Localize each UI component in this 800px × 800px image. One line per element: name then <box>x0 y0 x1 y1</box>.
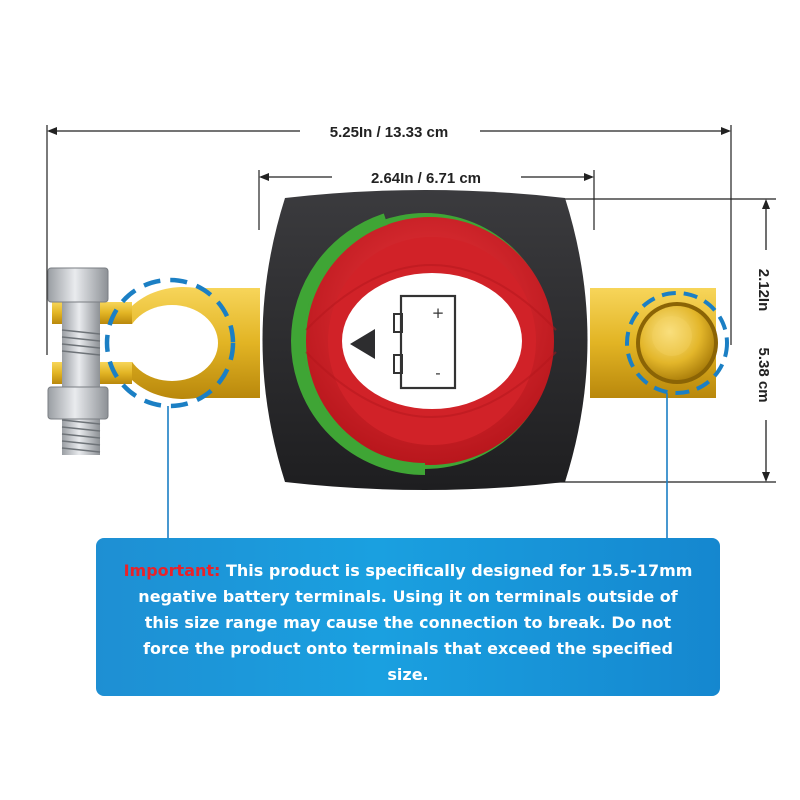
right-terminal-post <box>590 288 718 398</box>
overall-width-label: 5.25In / 13.33 cm <box>330 124 448 141</box>
callout-message: This product is specifically designed fo… <box>138 561 693 684</box>
battery-icon: + - <box>393 294 457 390</box>
height-cm-label: 5.38 cm <box>755 347 772 402</box>
height-dimension: 2.12In 5.38 cm <box>523 198 776 483</box>
plus-symbol: + <box>432 304 445 322</box>
important-callout: Important: This product is specifically … <box>96 538 720 696</box>
minus-symbol: - <box>435 364 440 382</box>
disconnect-knob[interactable]: + - <box>291 207 557 475</box>
left-size-highlight <box>104 277 236 540</box>
clamp-bolt <box>47 267 109 455</box>
triangle-indicator-icon <box>350 329 375 359</box>
right-size-highlight <box>625 291 729 540</box>
body-width-dimension: 2.64In / 6.71 cm <box>258 170 595 230</box>
body-width-label: 2.64In / 6.71 cm <box>371 170 481 187</box>
height-inch-label: 2.12In <box>755 269 772 312</box>
overall-width-dimension: 5.25In / 13.33 cm <box>46 124 732 355</box>
important-label: Important: <box>123 561 221 580</box>
